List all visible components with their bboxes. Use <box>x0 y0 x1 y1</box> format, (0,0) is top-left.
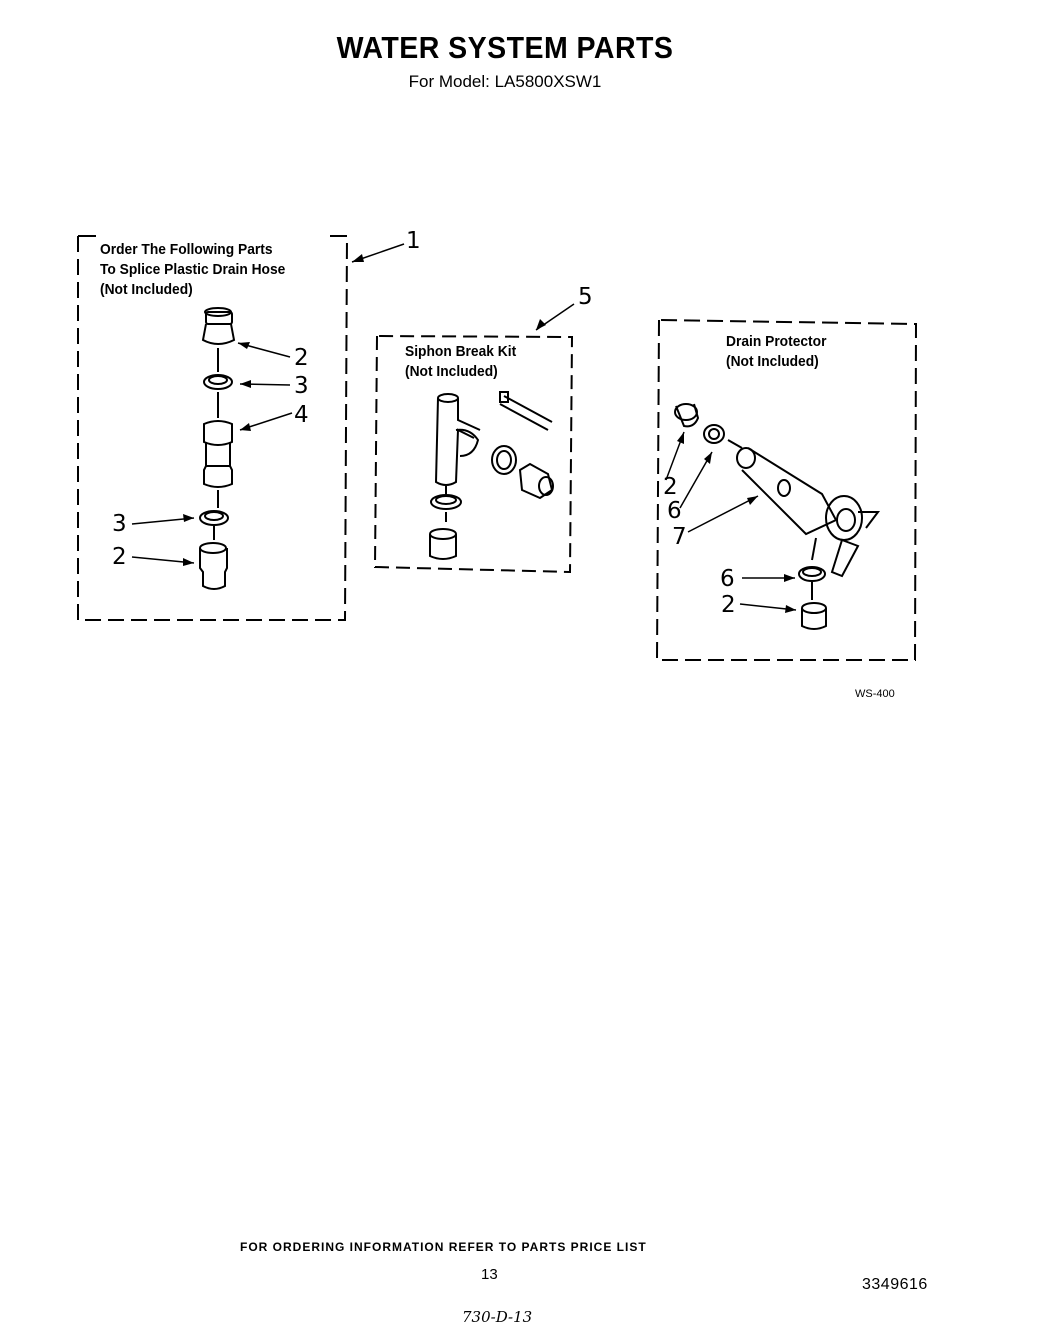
siphon-parts <box>429 391 554 560</box>
callout-splice-4: 4 <box>294 402 309 428</box>
callout-1: 1 <box>406 228 421 254</box>
ordering-note: FOR ORDERING INFORMATION REFER TO PARTS … <box>240 1240 647 1254</box>
callout-drain-7: 7 <box>672 524 687 550</box>
callout-5: 5 <box>578 284 593 310</box>
document-number: 3349616 <box>862 1276 928 1293</box>
callout-drain-2a: 2 <box>663 474 678 500</box>
siphon-box-border <box>373 334 574 574</box>
model-subtitle: For Model: LA5800XSW1 <box>408 72 602 91</box>
handwritten-note: 730-D-13 <box>462 1308 533 1326</box>
splice-box-label: Order The Following Parts To Splice Plas… <box>100 241 286 298</box>
callout-splice-2a: 2 <box>294 345 309 371</box>
splice-parts <box>199 307 236 590</box>
drain-box-border <box>655 318 918 661</box>
callout-drain-6a: 6 <box>667 498 682 524</box>
page-title: WATER SYSTEM PARTS <box>336 30 674 65</box>
callout-splice-3b: 3 <box>112 511 127 537</box>
siphon-box-label: Siphon Break Kit (Not Included) <box>405 343 517 380</box>
drain-parts <box>674 403 880 630</box>
page-number: 13 <box>481 1266 498 1283</box>
callout-splice-3a: 3 <box>294 373 309 399</box>
callout-splice-2b: 2 <box>112 544 127 570</box>
figure-ref-code: WS-400 <box>855 688 895 700</box>
callout-drain-6b: 6 <box>720 566 735 592</box>
splice-box-border <box>77 235 348 621</box>
callout-drain-2b: 2 <box>721 592 736 618</box>
drain-box-label: Drain Protector (Not Included) <box>726 333 827 370</box>
arrowheads <box>183 254 796 613</box>
